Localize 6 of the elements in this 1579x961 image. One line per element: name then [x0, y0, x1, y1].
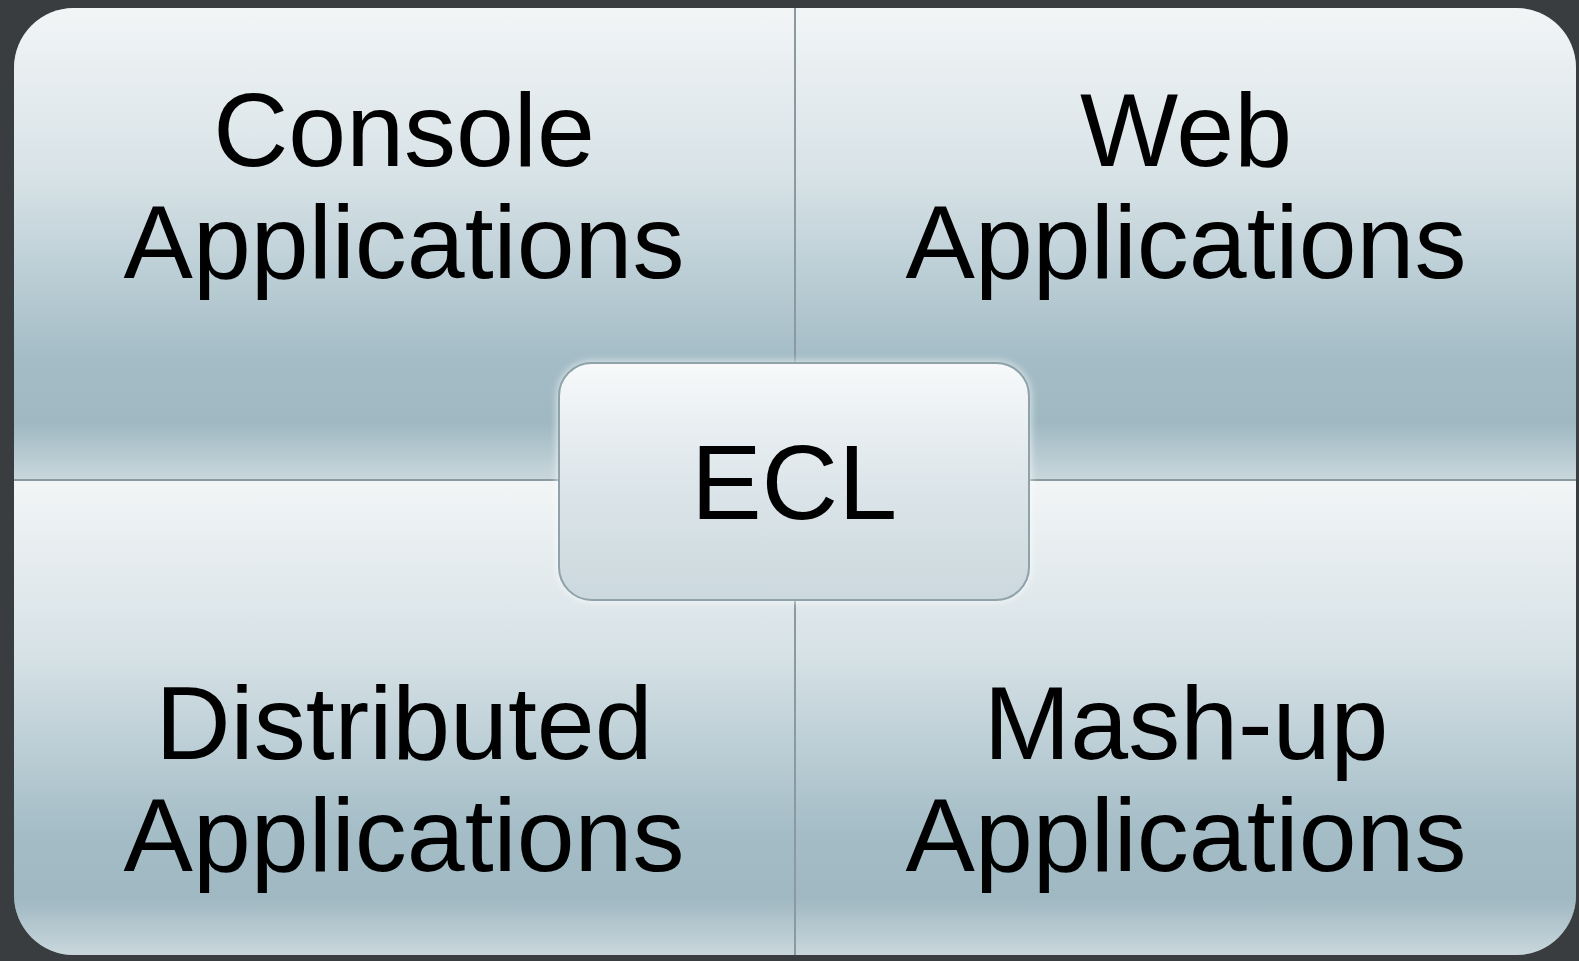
center-label: ECL: [690, 425, 898, 538]
quadrant-label: Mash-up Applications: [904, 667, 1468, 891]
quadrant-label: Console Applications: [122, 74, 686, 298]
quadrant-label: Web Applications: [904, 74, 1468, 298]
center-box: [558, 362, 1030, 601]
quadrant-label: Distributed Applications: [122, 667, 686, 891]
